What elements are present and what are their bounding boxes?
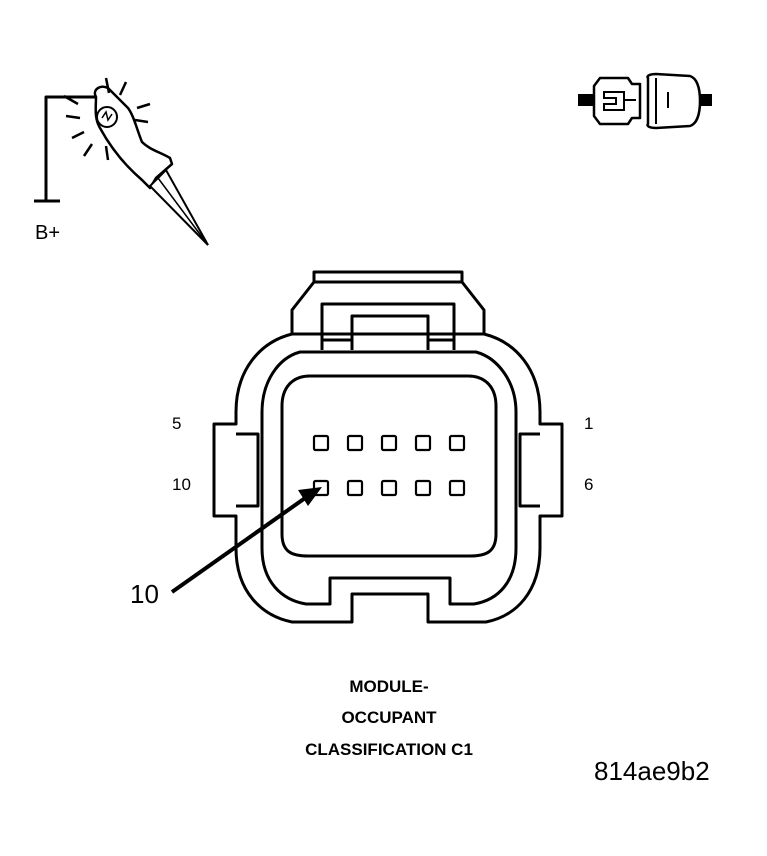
caption-line-3: CLASSIFICATION C1: [305, 740, 473, 759]
connector-pair-icon: [578, 72, 712, 130]
glow-ray: [63, 94, 79, 106]
pin-3: [380, 434, 398, 452]
ground-label: B+: [35, 222, 60, 244]
glow-ray: [82, 143, 94, 157]
connector-face: [212, 270, 564, 624]
glow-ray: [65, 114, 81, 120]
pin-label-top-left: 5: [172, 414, 181, 433]
callout-label: 10: [130, 579, 159, 609]
pin-grid: [312, 434, 466, 497]
pin-4: [346, 434, 364, 452]
pin-9: [346, 479, 364, 497]
glow-ray: [118, 81, 128, 96]
connector-housing: [212, 332, 564, 624]
figure-id: 814ae9b2: [594, 756, 710, 786]
glow-ray: [104, 145, 110, 161]
pin-5: [312, 434, 330, 452]
latch-tab: [350, 314, 430, 336]
test-light-probe-icon: [34, 77, 209, 246]
glow-ray: [134, 118, 149, 124]
pin-7: [414, 479, 432, 497]
glow-ray: [71, 130, 85, 140]
callout-arrow: [170, 487, 322, 594]
pin-1: [448, 434, 466, 452]
caption-line-2: OCCUPANT: [341, 708, 437, 727]
pin-6: [448, 479, 466, 497]
pin-8: [380, 479, 398, 497]
pin-label-top-right: 1: [584, 414, 593, 433]
pin-label-bottom-left: 10: [172, 475, 191, 494]
pin-cavity: [280, 374, 498, 558]
pin-2: [414, 434, 432, 452]
glow-ray: [104, 77, 111, 94]
glow-ray: [136, 102, 151, 110]
pin-label-bottom-right: 6: [584, 475, 593, 494]
caption-line-1: MODULE-: [349, 677, 428, 696]
